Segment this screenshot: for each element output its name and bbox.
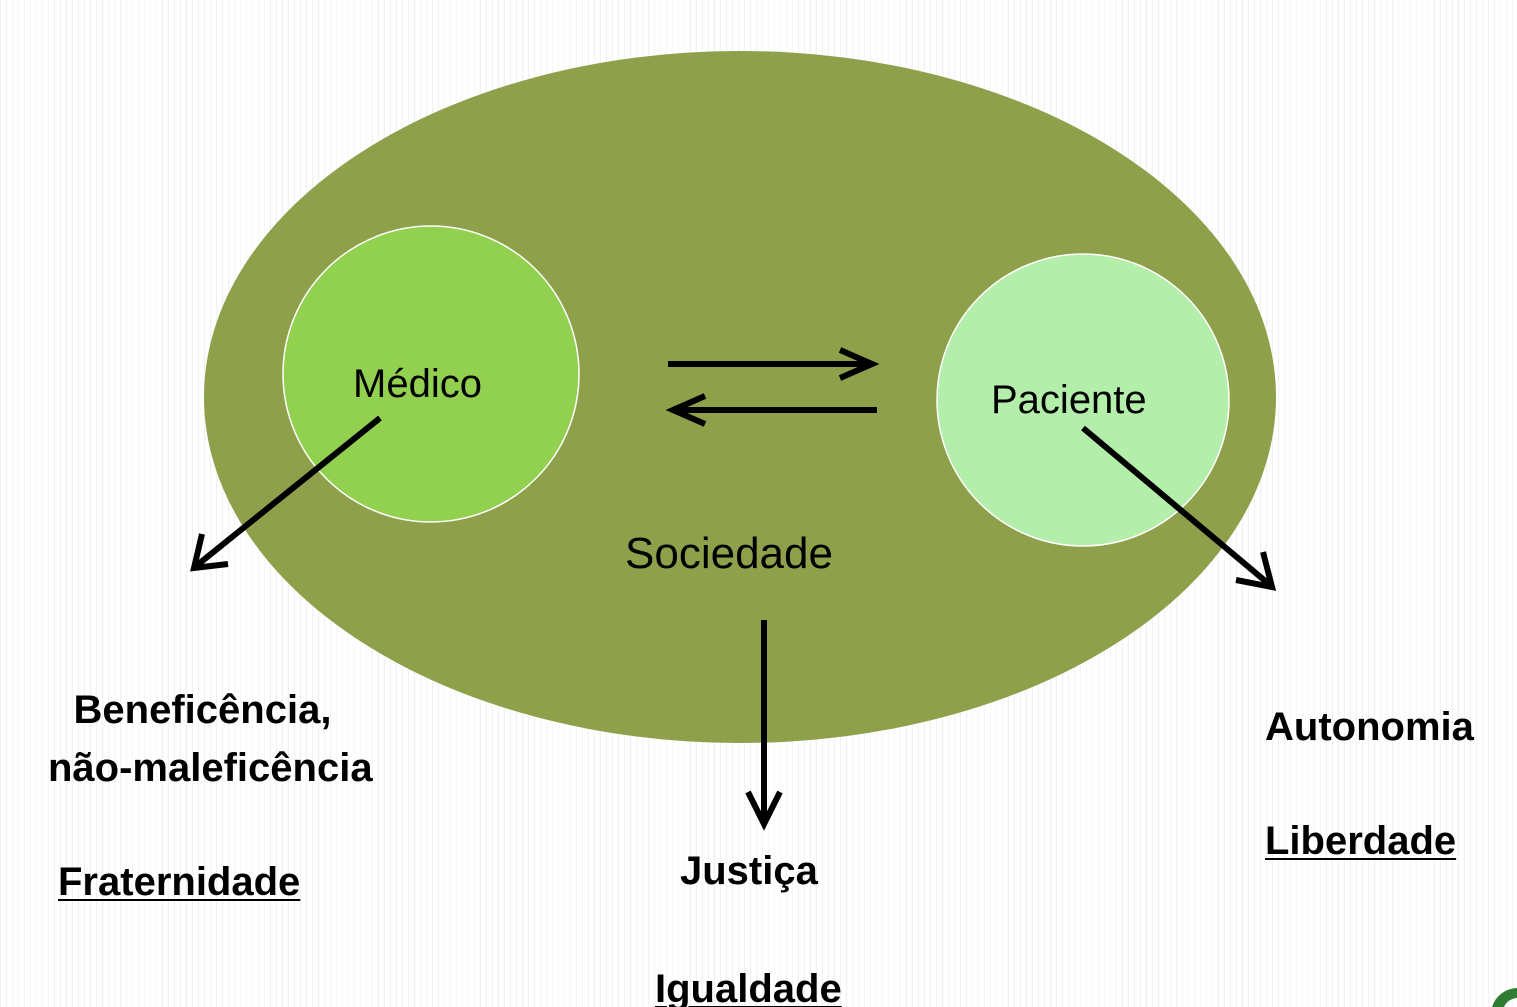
nao-maleficencia-label: não-maleficência [48, 746, 373, 790]
arrow-paciente-to-medico [665, 393, 877, 427]
arrow-society-to-justica [745, 620, 783, 831]
igualdade-label: Igualdade [655, 967, 842, 1007]
justica-label: Justiça [680, 849, 818, 893]
liberdade-label: Liberdade [1265, 819, 1457, 863]
autonomia-label: Autonomia [1265, 705, 1474, 749]
partial-logo-icon [1492, 988, 1517, 1007]
paciente-circle [936, 253, 1230, 547]
beneficencia-label: Beneficência, [73, 688, 332, 732]
medico-label: Médico [353, 362, 482, 406]
medico-circle [282, 225, 580, 523]
fraternidade-label: Fraternidade [58, 860, 301, 904]
society-label: Sociedade [625, 529, 833, 578]
paciente-label: Paciente [991, 378, 1147, 422]
arrow-medico-to-beneficencia [190, 415, 382, 572]
arrow-paciente-to-autonomia [1081, 425, 1277, 591]
arrow-medico-to-paciente [668, 347, 880, 381]
society-ellipse [204, 51, 1276, 743]
